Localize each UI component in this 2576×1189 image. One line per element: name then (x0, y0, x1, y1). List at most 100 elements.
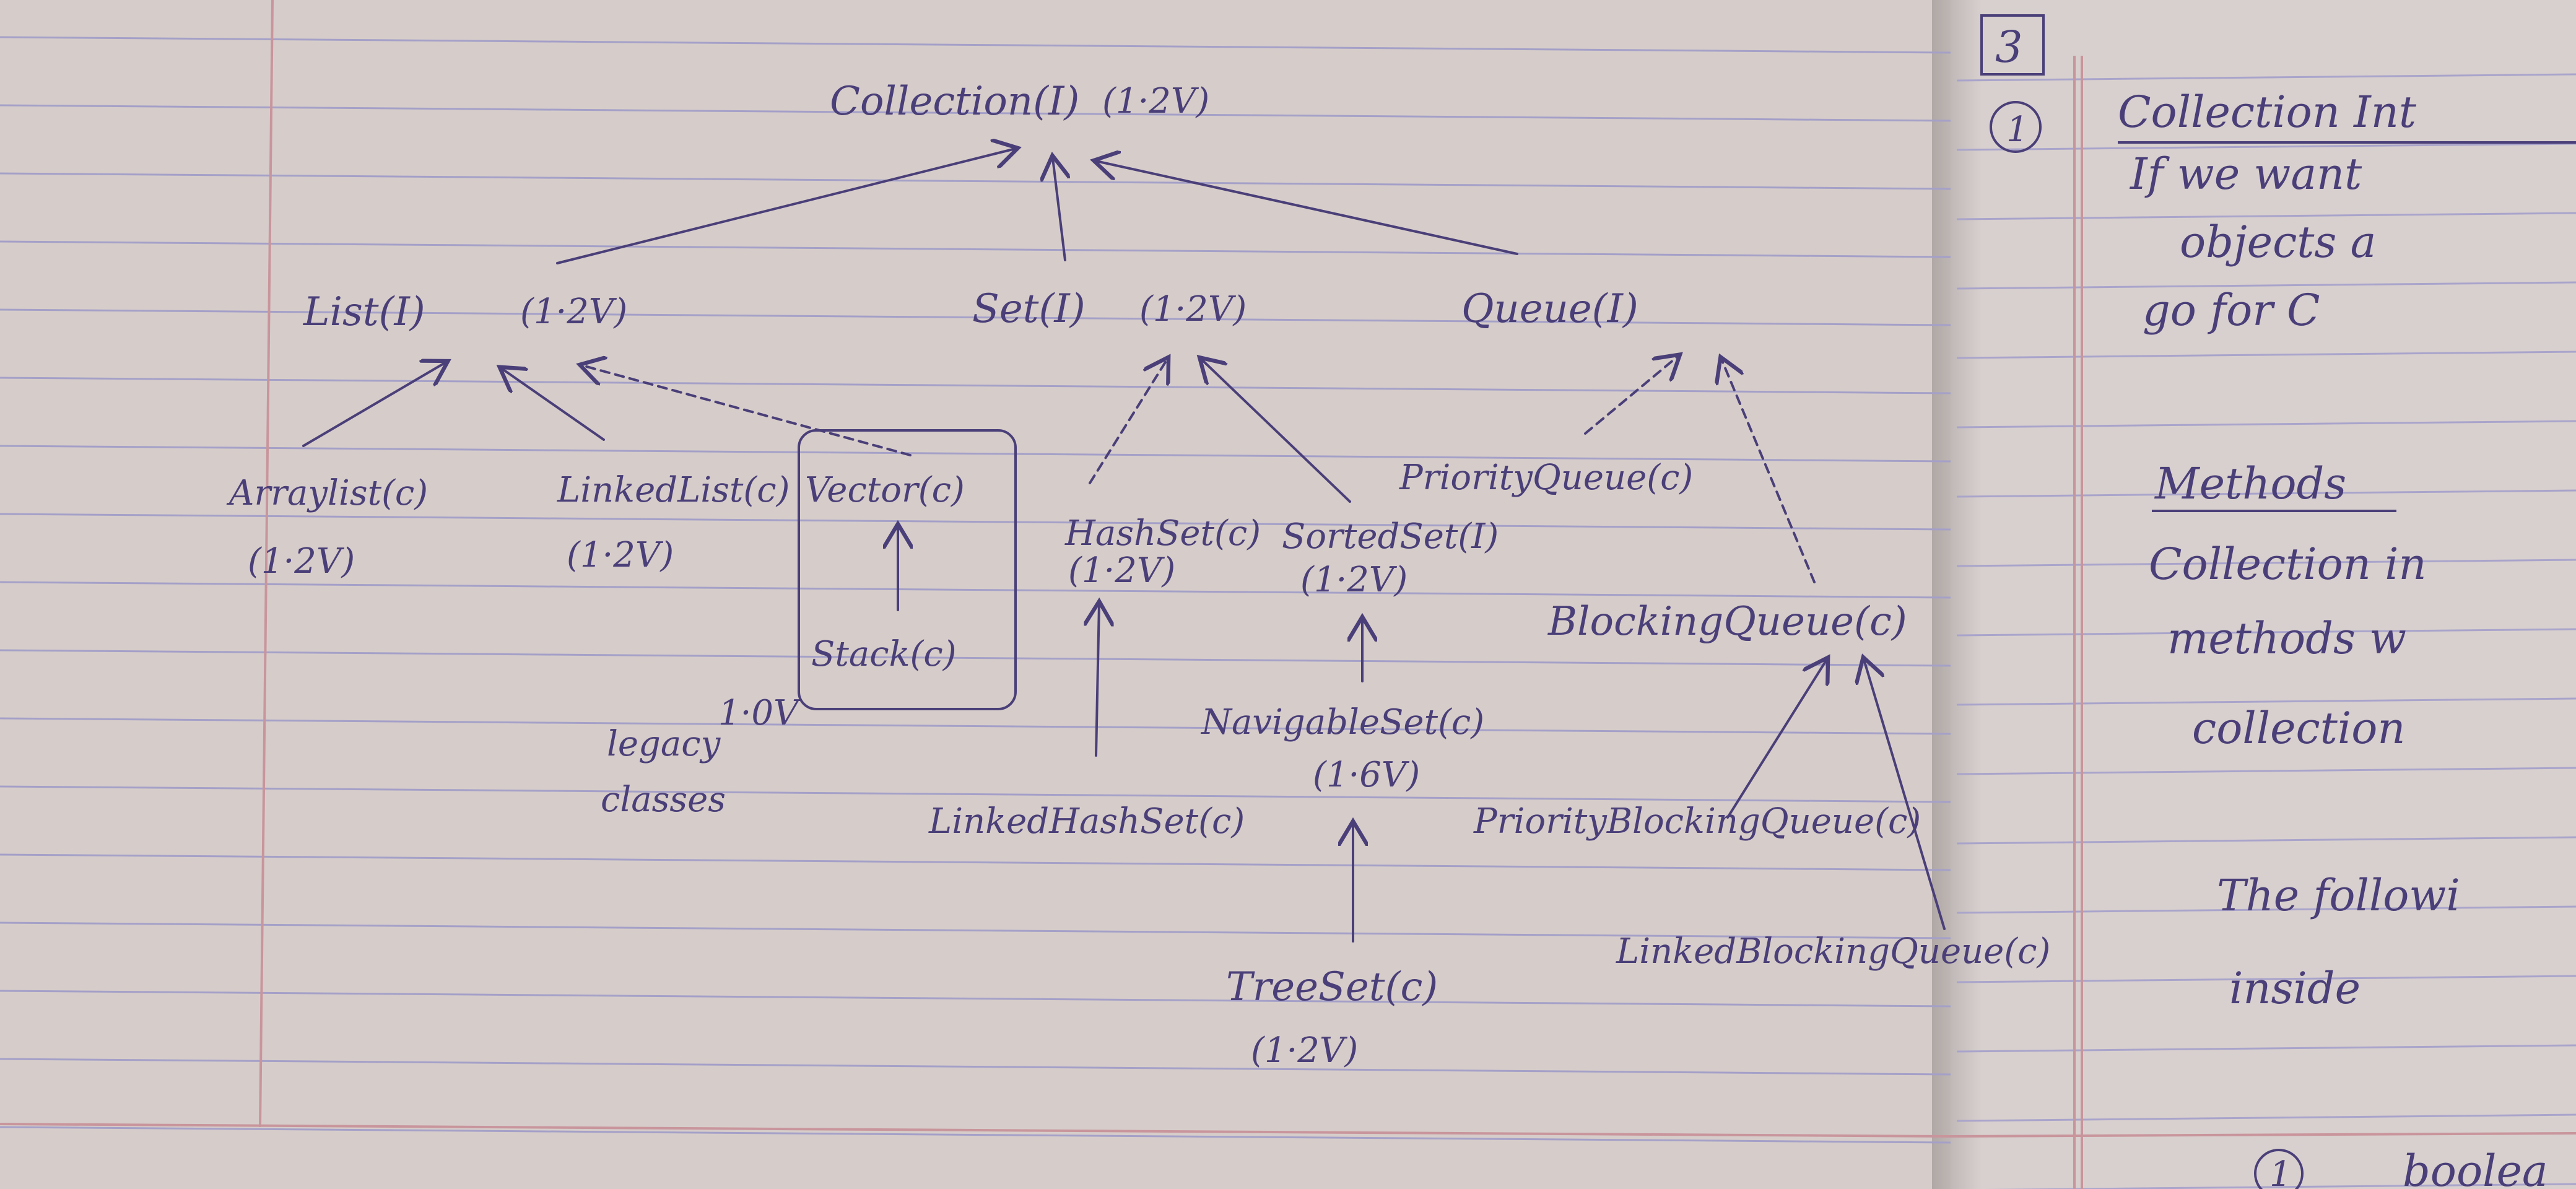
ruled-line (1956, 1044, 2576, 1053)
set-label: Set(I) (972, 286, 1086, 332)
arrow-sortedset-to-set (1201, 359, 1351, 503)
item-number-circle (1990, 101, 2042, 153)
bottom-item-circle (2254, 1149, 2304, 1189)
arrow-linkedblockingqueue-to-blockingqueue (1864, 660, 1946, 930)
arrow-blockingqueue-to-queue (1721, 359, 1816, 583)
right-page-notes: 3 1 Collection Int If we want objects a … (1980, 14, 2576, 1189)
ruled-line (0, 513, 1951, 531)
ruled-line (1956, 628, 2576, 637)
ruled-line (0, 240, 1951, 258)
methods-heading: Methods (2154, 458, 2346, 509)
ruled-line (0, 172, 1951, 190)
arraylist-label: Arraylist(c) (226, 473, 428, 513)
bottom-item-number: 1 (2269, 1154, 2292, 1189)
page-number-box (1980, 14, 2045, 76)
ruled-line (1956, 281, 2576, 290)
following-line-1: The followi (2217, 870, 2460, 921)
priorityblockingqueue-label: PriorityBlockingQueue(c) (1473, 801, 1921, 842)
ruled-line (1956, 767, 2576, 775)
ruled-line (0, 649, 1951, 667)
list-label: List(I) (303, 289, 425, 335)
bottom-text: boolea (2403, 1146, 2548, 1189)
ruled-line (1956, 212, 2576, 220)
arrow-list-to-collection (556, 149, 1016, 264)
ruled-line (1956, 905, 2576, 914)
legacy-text-line1: legacy (607, 724, 721, 764)
ruled-line (0, 1126, 1951, 1144)
collection-version: (1·2V) (1102, 81, 1209, 121)
bottom-margin-line (0, 1123, 1951, 1138)
page-number: 3 (1995, 22, 2023, 72)
right-page (1951, 0, 2576, 1189)
sortedset-version: (1·2V) (1300, 560, 1408, 600)
ruled-line (1956, 142, 2576, 151)
ruled-line (1956, 975, 2576, 983)
body-line-3: collection (2192, 703, 2406, 754)
arrow-arraylist-to-list (302, 362, 446, 447)
arrow-linkedhashset-to-hashset (1096, 604, 1099, 757)
ruled-line (0, 36, 1951, 54)
note-line-2: objects a (2180, 217, 2376, 268)
navigableset-label: NavigableSet(c) (1200, 702, 1484, 743)
linkedhashset-label: LinkedHashSet(c) (928, 801, 1245, 842)
ruled-line (0, 717, 1951, 735)
hierarchy-arrows (302, 149, 1946, 943)
ruled-line (0, 853, 1951, 871)
arrow-priorityqueue-to-queue (1584, 356, 1678, 435)
ruled-lines-left (0, 36, 1951, 1144)
ruled-line (1956, 1113, 2576, 1122)
navigableset-version: (1·6V) (1313, 755, 1420, 795)
page-gutter (1932, 0, 1982, 1189)
arrow-linkedlist-to-list (502, 368, 605, 441)
ruled-line (1956, 697, 2576, 706)
ruled-line (0, 581, 1951, 599)
arrow-queue-to-collection (1096, 161, 1518, 255)
ruled-line (0, 104, 1951, 122)
legacy-version: 1·0V (718, 693, 802, 733)
linkedlist-version: (1·2V) (567, 535, 674, 575)
ruled-line (0, 785, 1951, 803)
note-line-3: go for C (2143, 285, 2320, 336)
ruled-line (0, 1058, 1951, 1076)
arrow-priorityblockingqueue-to-blockingqueue (1726, 660, 1827, 819)
body-line-1: Collection in (2149, 539, 2427, 590)
margin-line-left (259, 0, 274, 1128)
arrow-hashset-to-set (1089, 359, 1167, 484)
ruled-line (1956, 73, 2576, 82)
ruled-line (1956, 489, 2576, 498)
list-version: (1·2V) (520, 292, 627, 332)
vector-label: Vector(c) (805, 470, 965, 510)
ruled-line (0, 377, 1951, 394)
ruled-line (1956, 836, 2576, 845)
ruled-line (1956, 351, 2576, 359)
note-line-1: If we want (2129, 149, 2362, 199)
collection-label: Collection(I) (830, 79, 1079, 124)
set-version: (1·2V) (1139, 289, 1247, 329)
ruled-line (1956, 420, 2576, 429)
legacy-text-line2: classes (601, 780, 726, 820)
ruled-line (1987, 1183, 2576, 1189)
queue-label: Queue(I) (1461, 286, 1638, 332)
linkedlist-label: LinkedList(c) (557, 470, 790, 510)
arrow-vector-to-list (582, 365, 912, 456)
ruled-line (0, 990, 1951, 1008)
bottom-margin-line-right (1950, 1132, 2576, 1138)
diagram-labels: Collection(I) (1·2V) List(I) (1·2V) Set(… (226, 79, 2050, 1071)
hashset-version: (1·2V) (1068, 551, 1175, 591)
ruled-line (0, 921, 1951, 939)
treeset-version: (1·2V) (1251, 1030, 1358, 1071)
ruled-line (0, 308, 1951, 326)
arrow-set-to-collection (1053, 158, 1065, 261)
body-line-2: methods w (2167, 613, 2406, 664)
ruled-line (0, 445, 1951, 463)
blockingqueue-label: BlockingQueue(c) (1547, 599, 1907, 645)
item-number: 1 (2006, 110, 2029, 150)
section-heading: Collection Int (2118, 87, 2417, 137)
legacy-classes-box (798, 429, 1017, 710)
treeset-label: TreeSet(c) (1226, 964, 1438, 1010)
following-line-2: inside (2229, 963, 2361, 1014)
ruled-line (1956, 559, 2576, 567)
sortedset-label: SortedSet(I) (1282, 516, 1499, 557)
linkedblockingqueue-label: LinkedBlockingQueue(c) (1616, 931, 2050, 972)
